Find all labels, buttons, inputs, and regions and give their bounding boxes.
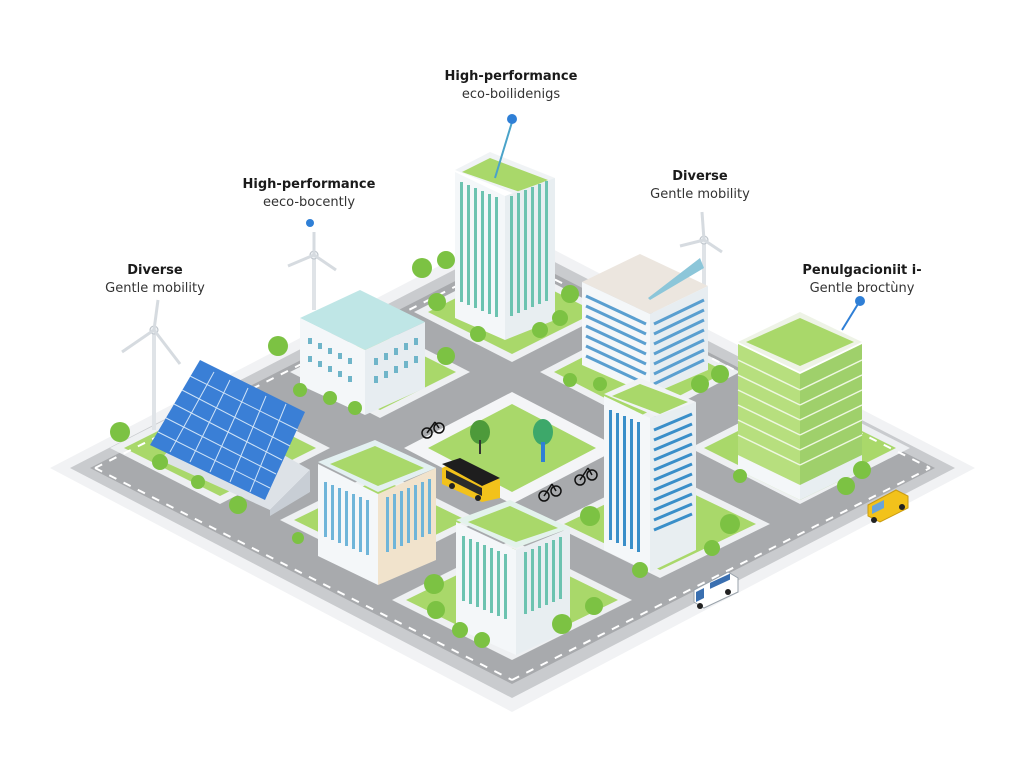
plaza [470,419,553,462]
label-subtitle: eco-boilidenigs [461,87,561,102]
label-upper-right: Diverse Gentle mobility [630,168,770,204]
yellow-bus [442,458,500,502]
wind-turbine-rooftop-right [679,211,723,285]
label-subtitle: Gentle broctùny [809,281,915,296]
label-title: High-performance [444,69,578,84]
bicycle-icon [421,421,445,439]
wind-turbine-upper-left [287,219,337,310]
label-title: Diverse [672,169,728,184]
beige-office [318,440,436,585]
label-right: Penulgacioniit i- Gentle broctùny [782,262,942,298]
label-title: Penulgacioniit i- [802,263,922,278]
yellow-taxi [867,489,909,523]
label-title: Diverse [127,263,183,278]
bicycle-parking [421,421,598,502]
striped-office-right [582,254,708,395]
wind-turbine-left [121,299,182,430]
teal-office-front [456,500,570,655]
bicycle-icon [574,467,598,486]
label-title: High-performance [242,177,376,192]
label-top-center: High-performance eco-boilidenigs [431,68,591,104]
white-van [693,571,739,609]
label-left: Diverse Gentle mobility [85,262,225,298]
blue-tower-center [604,378,696,572]
tall-green-tower [455,114,555,340]
label-upper-left: High-performance eeco-bocently [229,176,389,212]
glass-office-left [300,290,425,415]
solar-roof-house [150,360,310,516]
label-subtitle: Gentle mobility [105,281,205,296]
trees [110,251,871,648]
bicycle-icon [538,483,562,502]
map-pin-icon [507,114,517,124]
antenna [494,121,513,179]
label-subtitle: eeco-bocently [262,195,356,210]
label-subtitle: Gentle mobility [650,187,750,202]
map-pin-icon [855,296,865,306]
green-grid-tower [737,296,865,500]
